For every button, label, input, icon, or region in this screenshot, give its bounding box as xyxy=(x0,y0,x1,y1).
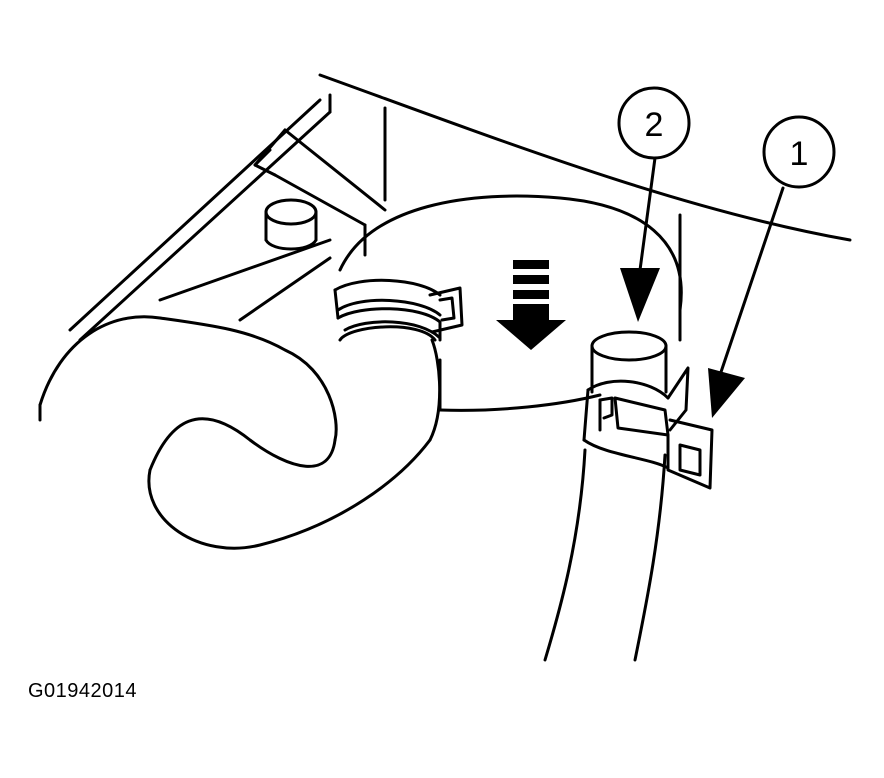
left-hose xyxy=(38,315,442,550)
right-hose-clamp xyxy=(582,366,714,490)
right-hose xyxy=(543,330,668,662)
removal-direction-arrow xyxy=(496,260,566,350)
callout-1: 1 xyxy=(762,115,836,189)
mounting-boss xyxy=(264,198,318,251)
callout-arrow-1 xyxy=(708,186,785,418)
callout-2: 2 xyxy=(617,86,691,160)
component-body xyxy=(68,73,852,342)
callout-2-number: 2 xyxy=(645,106,664,144)
callout-1-number: 1 xyxy=(790,135,809,173)
flange-plate xyxy=(338,194,683,412)
figure-id: G01942014 xyxy=(28,680,138,702)
callout-arrow-2 xyxy=(620,156,660,322)
left-hose-clamp xyxy=(333,278,464,342)
